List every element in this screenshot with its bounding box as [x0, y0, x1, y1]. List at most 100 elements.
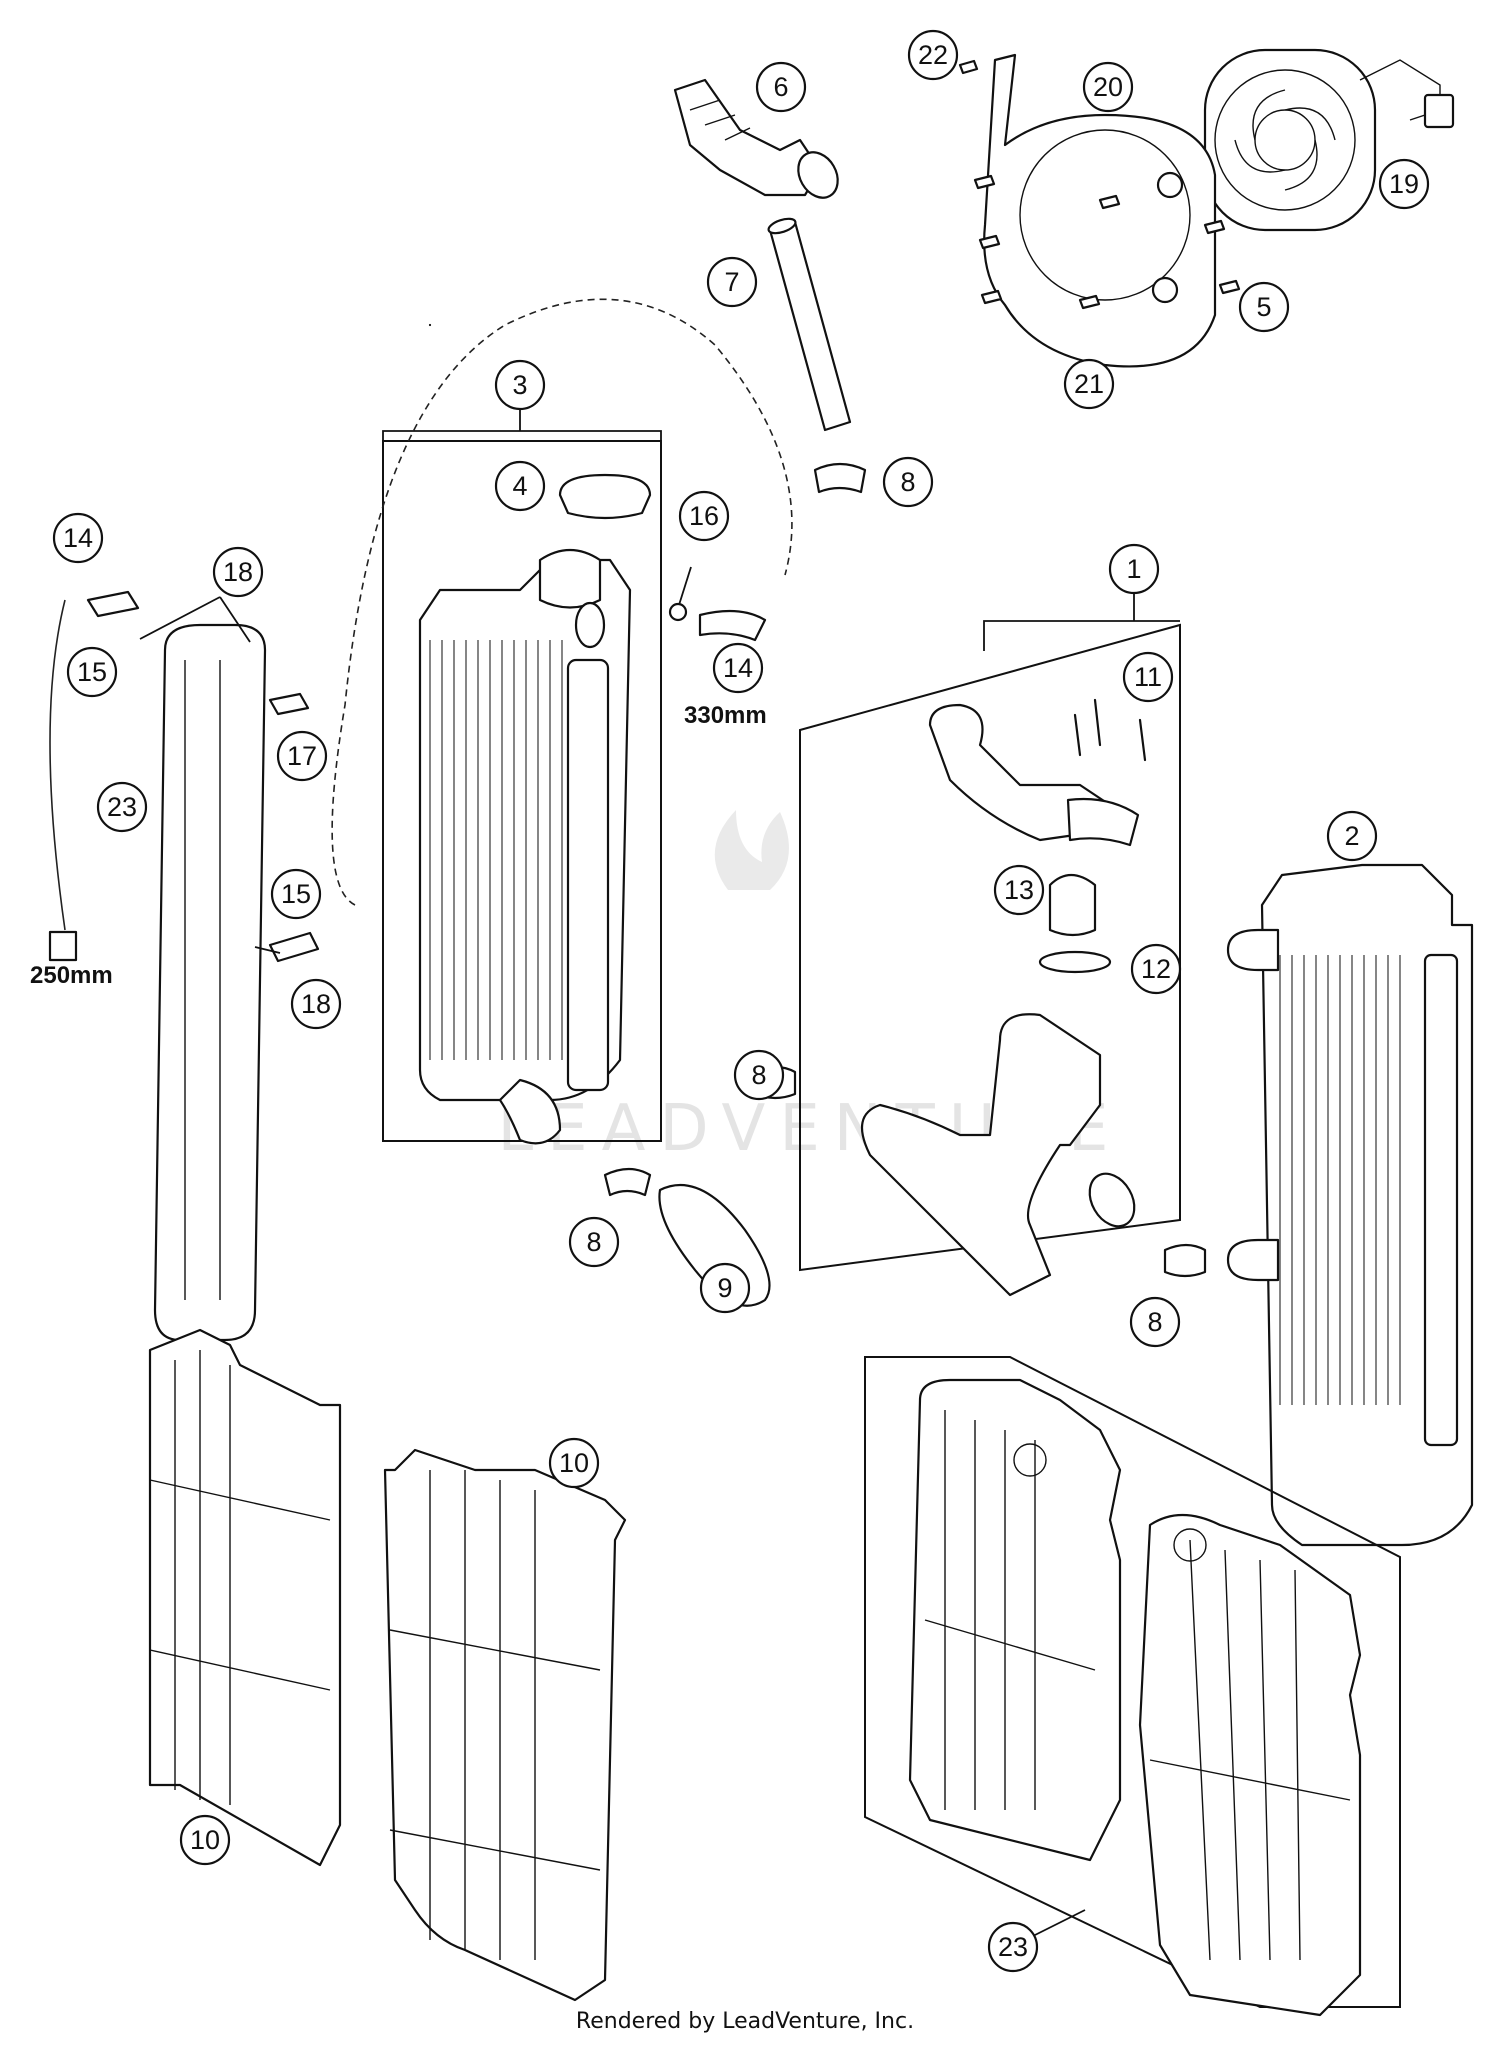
- guard-kit-right: [1138, 1514, 1362, 2017]
- svg-text:18: 18: [301, 989, 331, 1019]
- callout-7: 7: [706, 256, 758, 308]
- callout-8-left: 8: [568, 1216, 620, 1268]
- small-clamp-right: [668, 602, 688, 622]
- guard-right-body: [383, 1448, 627, 2002]
- callout-8-top: 8: [882, 456, 934, 508]
- tank-body: [153, 623, 267, 1342]
- svg-text:8: 8: [751, 1060, 766, 1090]
- hose-clamp-mid: [603, 1167, 652, 1197]
- callout-13: 13: [993, 864, 1045, 916]
- radiator-outlet: [498, 1078, 562, 1145]
- callout-2: 2: [1326, 810, 1378, 862]
- right-radiator-fins: [1279, 955, 1401, 1405]
- callout-14-left: 14: [52, 512, 104, 564]
- callout-21: 21: [1063, 358, 1115, 410]
- thermostat-housing-upper: [928, 698, 1147, 847]
- callout-17: 17: [276, 730, 328, 782]
- measurement-330mm: 330mm: [684, 702, 767, 729]
- right-radiator-core: [1260, 863, 1474, 1547]
- svg-text:14: 14: [723, 653, 753, 683]
- callout-10-right: 10: [548, 1437, 600, 1489]
- svg-text:16: 16: [689, 501, 719, 531]
- lower-outlet: [1088, 1172, 1136, 1228]
- kit-right-slats: [1149, 1539, 1351, 1961]
- callout-14-right: 14: [712, 642, 764, 694]
- callout-3: 3: [494, 359, 546, 411]
- callout-18-bottom: 18: [290, 978, 342, 1030]
- fitting-plug: [268, 692, 310, 716]
- svg-text:22: 22: [918, 40, 948, 70]
- flame-logo-icon: [714, 810, 789, 890]
- svg-text:19: 19: [1389, 169, 1419, 199]
- fan-blades: [1234, 89, 1336, 191]
- measurement-250mm: 250mm: [30, 962, 113, 989]
- svg-text:6: 6: [773, 72, 788, 102]
- leader-18-top: [139, 596, 251, 643]
- callout-11: 11: [1122, 651, 1174, 703]
- fan-assembly: [1203, 48, 1455, 232]
- right-mount-bottom: [1226, 1238, 1280, 1282]
- hose-connector: [673, 78, 839, 199]
- callout-19: 19: [1378, 158, 1430, 210]
- thermostat: [1048, 873, 1097, 937]
- shroud-screws: [958, 59, 1241, 310]
- svg-text:18: 18: [223, 557, 253, 587]
- callout-6: 6: [755, 61, 807, 113]
- radiator-right: [1226, 863, 1474, 1547]
- guard-left-body: [148, 1328, 342, 1867]
- kit-right-logo-icon: [1173, 1528, 1207, 1562]
- svg-text:20: 20: [1093, 72, 1123, 102]
- callout-23-tank: 23: [96, 781, 148, 833]
- svg-text:15: 15: [77, 657, 107, 687]
- guard-kit-group-box: [864, 1356, 1401, 2008]
- leader-18-bottom: [254, 946, 281, 954]
- callout-8-mid: 8: [733, 1049, 785, 1101]
- callout-15-top: 15: [66, 646, 118, 698]
- leader-3: [382, 403, 662, 441]
- callout-20: 20: [1082, 61, 1134, 113]
- radiator-fins: [429, 640, 563, 1060]
- hose-end-left: [48, 930, 78, 962]
- pipe-body: [768, 220, 852, 432]
- radiator-left: [418, 323, 632, 1145]
- svg-text:23: 23: [107, 792, 137, 822]
- lower-hose: [860, 1013, 1102, 1297]
- svg-text:17: 17: [287, 741, 317, 771]
- radiator-guard-left: [148, 1328, 342, 1867]
- connector-ribs: [689, 99, 751, 141]
- svg-text:8: 8: [1147, 1307, 1162, 1337]
- svg-text:9: 9: [717, 1273, 732, 1303]
- guard-left-slats: [149, 1350, 331, 1805]
- thermostat-group-box: [799, 623, 1181, 1272]
- svg-text:13: 13: [1004, 875, 1034, 905]
- svg-text:15: 15: [281, 879, 311, 909]
- callout-23-kit: 23: [987, 1921, 1039, 1973]
- shroud-mount-top: [1156, 171, 1184, 199]
- thermostat-housing-lower: [860, 1013, 1136, 1297]
- leader-16: [678, 566, 692, 606]
- callout-9: 9: [699, 1262, 751, 1314]
- footer-credit: Rendered by LeadVenture, Inc.: [576, 2009, 914, 2034]
- callout-10-left: 10: [179, 1814, 231, 1866]
- svg-text:11: 11: [1134, 662, 1162, 692]
- callout-8-right: 8: [1129, 1296, 1181, 1348]
- callout-5: 5: [1238, 281, 1290, 333]
- kit-left-logo-icon: [1013, 1443, 1047, 1477]
- pipe-end: [767, 217, 797, 235]
- radiator-side-tank: [566, 658, 610, 1092]
- overflow-tank: [153, 623, 267, 1342]
- radiator-inlet: [574, 601, 606, 649]
- shroud-ring: [1019, 129, 1191, 301]
- leader-1: [983, 593, 1180, 651]
- fan-ring: [1214, 69, 1356, 211]
- svg-text:5: 5: [1256, 292, 1271, 322]
- svg-text:10: 10: [559, 1448, 589, 1478]
- kit-left-slats: [924, 1410, 1096, 1810]
- callout-15-bottom: 15: [270, 868, 322, 920]
- right-side-tank: [1423, 953, 1459, 1447]
- radiator-guard-right: [383, 1448, 627, 2002]
- guard-right-slats: [389, 1470, 601, 1960]
- callout-18-top: 18: [212, 546, 264, 598]
- small-hose-right: [698, 609, 767, 642]
- svg-text:12: 12: [1141, 954, 1171, 984]
